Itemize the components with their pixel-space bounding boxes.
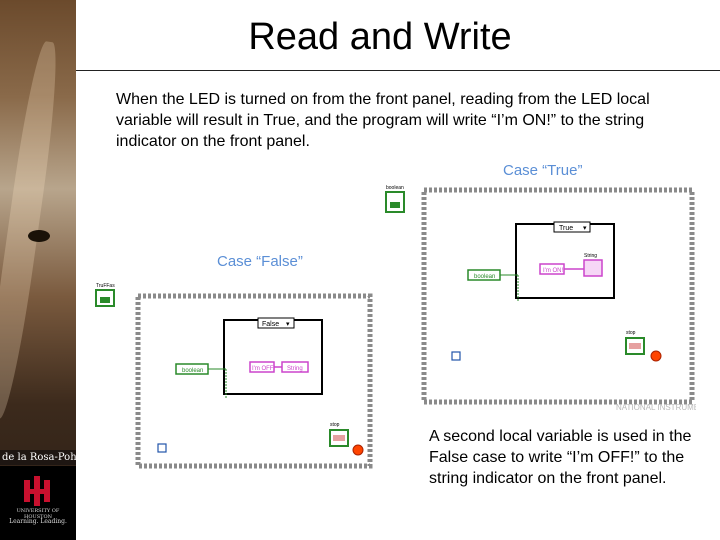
- loop-iteration-icon: [157, 443, 167, 453]
- decorative-image-eye: [28, 230, 50, 242]
- string-constant[interactable]: I'm ON!: [539, 263, 565, 275]
- case-true-label: Case “True”: [503, 162, 583, 179]
- case-selector-label: True: [559, 225, 573, 232]
- string-constant[interactable]: I'm OFF!: [249, 361, 275, 373]
- string-local-variable[interactable]: String: [281, 361, 309, 373]
- explanation-note: A second local variable is used in the F…: [429, 428, 692, 488]
- while-loop-frame: [135, 293, 373, 469]
- case-structure-frame: [223, 319, 323, 395]
- boolean-local-variable-label: boolean: [474, 274, 495, 280]
- stop-button-terminal[interactable]: stop: [329, 422, 349, 447]
- case-false-label: Case “False”: [217, 253, 303, 270]
- boolean-control-label: boolean: [386, 185, 404, 191]
- stop-label: stop: [626, 330, 636, 336]
- case-selector[interactable]: False ▾: [257, 317, 295, 329]
- loop-condition-icon[interactable]: [650, 350, 662, 362]
- string-indicator-label: String: [584, 253, 597, 259]
- string-constant-label: I'm OFF!: [252, 366, 275, 372]
- stop-label: stop: [330, 422, 340, 428]
- block-diagram-true: boolean True ▾ boolean I'm ON! String st…: [385, 185, 696, 412]
- boolean-local-variable-label: boolean: [182, 368, 203, 374]
- chevron-down-icon: ▾: [286, 321, 290, 328]
- intro-paragraph: When the LED is turned on from the front…: [116, 91, 650, 150]
- boolean-control-terminal[interactable]: [385, 191, 405, 213]
- boolean-control-terminal[interactable]: [95, 289, 115, 307]
- stop-button-terminal[interactable]: stop: [625, 330, 645, 355]
- string-local-variable-label: String: [287, 366, 303, 372]
- loop-condition-icon[interactable]: [352, 444, 364, 456]
- author-label: de la Rosa-Pohl: [0, 450, 76, 465]
- boolean-local-variable[interactable]: boolean: [175, 363, 209, 375]
- case-selector[interactable]: True ▾: [553, 221, 591, 233]
- loop-iteration-icon: [451, 351, 461, 361]
- sidebar-decoration: de la Rosa-Pohl: [0, 0, 76, 540]
- string-indicator-terminal[interactable]: String: [583, 253, 603, 277]
- case-selector-label: False: [262, 321, 279, 328]
- watermark-text: NATIONAL INSTRUMENTS: [616, 403, 696, 412]
- boolean-control-label: TruFFas: [96, 283, 115, 289]
- chevron-down-icon: ▾: [583, 225, 587, 232]
- logo-text-university: UNIVERSITY OF HOUSTON: [16, 508, 60, 520]
- string-constant-label: I'm ON!: [543, 268, 563, 274]
- slide-title: Read and Write: [248, 16, 512, 58]
- boolean-local-variable[interactable]: boolean: [467, 269, 501, 281]
- block-diagram-false: TruFFas False ▾ boolean I'm OFF! String …: [95, 283, 373, 469]
- logo-text-tagline: Learning. Leading.: [9, 518, 67, 525]
- title-divider: [76, 70, 720, 71]
- university-logo-icon: [24, 476, 50, 506]
